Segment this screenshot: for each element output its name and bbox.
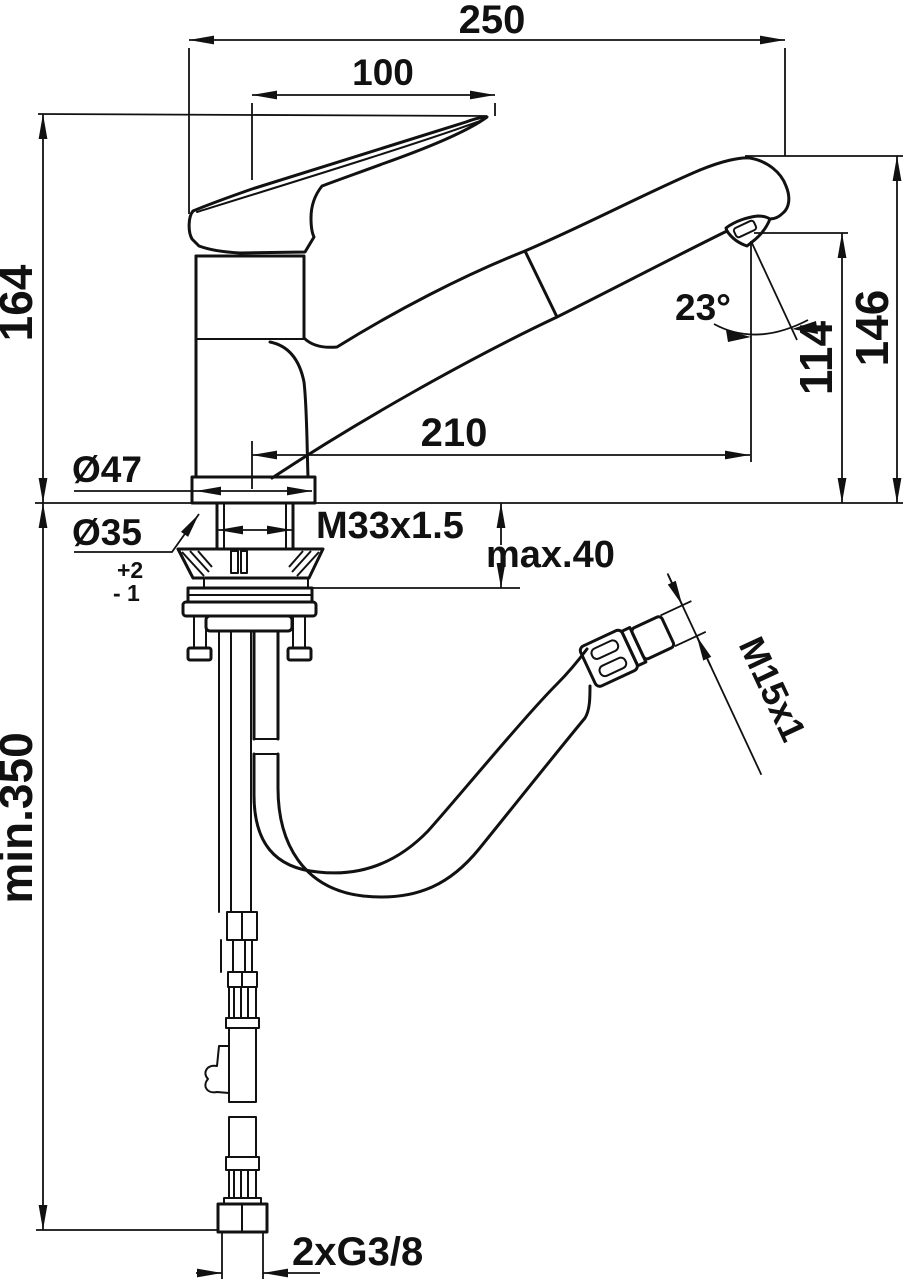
dim-label-23deg: 23° bbox=[675, 287, 731, 328]
dim-label-max40: max.40 bbox=[486, 534, 615, 576]
dim-label-100: 100 bbox=[352, 52, 414, 93]
dim-label-146: 146 bbox=[846, 290, 898, 367]
mounting-hardware bbox=[176, 501, 325, 662]
handle-edge-line bbox=[196, 119, 484, 213]
dim-label-d47: Ø47 bbox=[72, 449, 142, 490]
faucet-body bbox=[187, 115, 791, 505]
dim-label-114: 114 bbox=[790, 320, 842, 395]
dim-label-m15x1: M15x1 bbox=[731, 630, 815, 747]
supply-tubes bbox=[204, 630, 269, 1234]
dim-label-m33: M33x1.5 bbox=[316, 505, 464, 547]
dim-label-164: 164 bbox=[0, 264, 42, 341]
hose-clip bbox=[204, 1045, 230, 1094]
spray-button bbox=[724, 214, 772, 248]
spray-head-joint bbox=[523, 249, 559, 319]
dim-label-210: 210 bbox=[421, 411, 488, 455]
dim-label-min350: min.350 bbox=[0, 732, 42, 903]
dim-label-d35: Ø35 bbox=[72, 512, 142, 553]
dim-label-tol-minus: - 1 bbox=[113, 580, 140, 606]
mounting-plate bbox=[181, 600, 318, 618]
angle-jet-line bbox=[750, 240, 798, 341]
spout-root-contour bbox=[268, 340, 310, 479]
dim-label-tol-plus: +2 bbox=[117, 557, 143, 583]
dim-label-g38: 2xG3/8 bbox=[292, 1230, 423, 1274]
angle-arc bbox=[713, 319, 809, 336]
braided-hose-upper bbox=[228, 1027, 257, 1103]
leader-d35 bbox=[74, 513, 200, 553]
spout-underside bbox=[270, 229, 729, 480]
wedge-hatching bbox=[181, 550, 320, 577]
spout-top-edge bbox=[302, 168, 702, 349]
faucet-handle bbox=[187, 115, 489, 255]
braided-hose-lower bbox=[228, 1116, 257, 1158]
pullout-spray-hose: M15x1 bbox=[252, 573, 815, 899]
mounting-stud-left bbox=[193, 615, 207, 649]
aerator-outlet bbox=[732, 219, 758, 239]
mounting-nut bbox=[204, 614, 294, 633]
spray-head bbox=[698, 156, 791, 221]
dimension-lines bbox=[35, 35, 903, 1279]
mounting-stud-right bbox=[292, 615, 306, 649]
hose-connector: M15x1 bbox=[578, 573, 815, 776]
base-flange bbox=[190, 475, 317, 505]
dim-label-250: 250 bbox=[459, 0, 526, 42]
